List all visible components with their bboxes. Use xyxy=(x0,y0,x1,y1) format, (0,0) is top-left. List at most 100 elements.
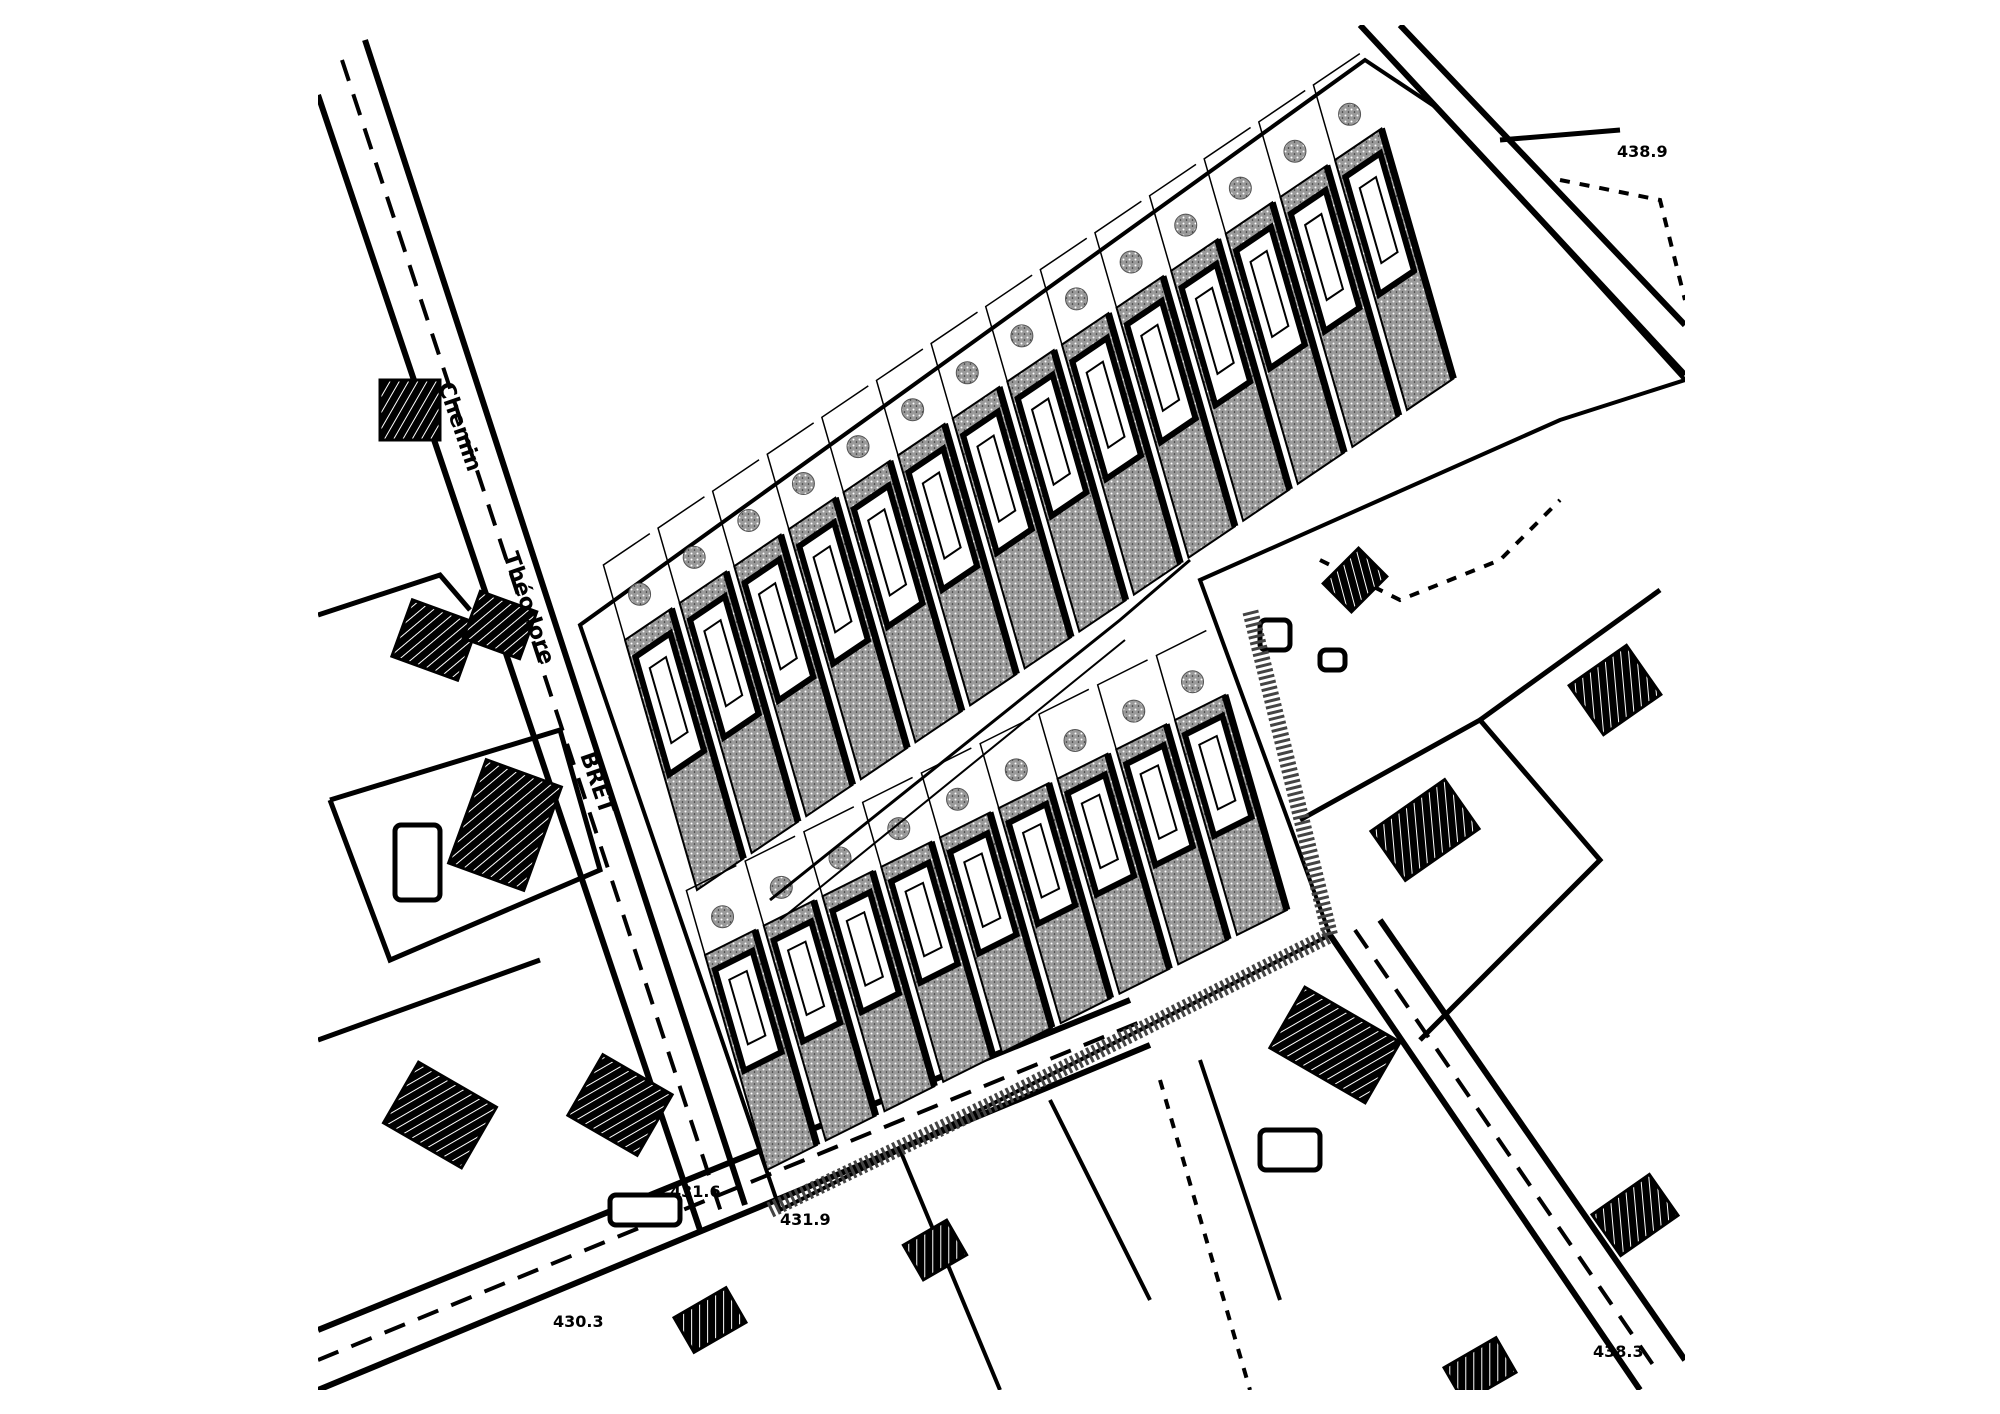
tree-icon xyxy=(901,398,925,422)
tree-icon xyxy=(887,817,911,841)
patio xyxy=(1358,175,1399,265)
party-wall xyxy=(1323,164,1403,417)
existing-building xyxy=(1368,777,1482,883)
entry-court xyxy=(1148,163,1197,271)
upper-row-unit xyxy=(602,532,747,892)
elevation-labels: 431.6 431.9 430.3 438.9 438.3 xyxy=(553,142,1668,1361)
existing-building xyxy=(1321,546,1389,614)
streets xyxy=(318,25,1685,1390)
existing-building xyxy=(1267,985,1403,1105)
entry-court xyxy=(861,776,913,868)
site-boundary xyxy=(577,57,1685,1213)
tree-icon xyxy=(1063,728,1087,752)
entry-court xyxy=(820,385,869,493)
footpath xyxy=(769,558,1191,902)
entry-court xyxy=(1039,237,1088,345)
elevation-label: 431.9 xyxy=(780,1210,831,1229)
existing-building xyxy=(1567,643,1663,737)
party-wall xyxy=(1221,694,1291,912)
lower-row-unit xyxy=(1038,688,1173,996)
upper-row-unit xyxy=(1039,237,1184,597)
party-wall xyxy=(777,533,857,786)
party-wall xyxy=(1104,312,1184,565)
entry-court xyxy=(602,532,651,641)
tree-icon xyxy=(711,905,735,929)
entry-court xyxy=(744,835,796,926)
entry-court xyxy=(1096,659,1148,750)
existing-building xyxy=(446,757,564,893)
patio xyxy=(1085,360,1126,450)
party-wall xyxy=(927,840,997,1058)
upper-row-unit xyxy=(1148,163,1293,523)
tree-icon xyxy=(628,582,652,606)
map-frame xyxy=(318,25,1685,1390)
tree-icon xyxy=(1174,213,1198,237)
existing-building xyxy=(381,1060,499,1170)
patio xyxy=(921,470,962,561)
existing-buildings xyxy=(378,378,1681,1390)
lower-row-unit xyxy=(979,717,1115,1025)
entry-court xyxy=(685,864,737,956)
tree-icon xyxy=(1181,670,1205,694)
lower-row-unit xyxy=(1096,659,1232,966)
party-wall xyxy=(995,386,1075,639)
lower-row-unit xyxy=(744,835,880,1143)
entry-court xyxy=(1312,52,1361,161)
entry-court xyxy=(1203,126,1252,235)
upper-row-unit xyxy=(1312,52,1457,412)
party-wall xyxy=(831,496,911,749)
patio xyxy=(1139,763,1178,841)
tree-icon xyxy=(769,875,793,899)
party-wall xyxy=(941,423,1020,675)
entry-court xyxy=(920,747,972,838)
patio xyxy=(1021,822,1061,899)
upper-row-unit xyxy=(820,385,966,744)
party-wall xyxy=(1045,782,1115,1000)
elevation-label: 431.6 xyxy=(670,1182,721,1201)
party-wall xyxy=(1050,349,1130,602)
entry-court xyxy=(803,806,855,897)
patio xyxy=(757,581,798,671)
entry-court xyxy=(1094,200,1142,308)
upper-row-unit xyxy=(711,459,857,818)
patio xyxy=(845,910,885,987)
tree-icon xyxy=(1004,758,1028,782)
lower-row-unit xyxy=(861,776,997,1084)
party-wall xyxy=(1104,752,1173,970)
existing-building xyxy=(565,1052,675,1158)
outbuilding xyxy=(607,1192,683,1228)
entry-court xyxy=(711,459,760,567)
outbuilding xyxy=(1257,1127,1323,1173)
housing-project xyxy=(577,52,1685,1218)
upper-row-unit xyxy=(930,311,1075,671)
hedge xyxy=(766,608,1340,1218)
patio xyxy=(976,433,1017,524)
tree-icon xyxy=(682,545,706,569)
party-wall xyxy=(1162,723,1232,941)
party-wall xyxy=(886,459,966,712)
lower-row-unit xyxy=(685,864,821,1172)
tree-icon xyxy=(828,846,852,870)
party-wall xyxy=(668,607,747,860)
patio xyxy=(963,852,1002,929)
tree-icon xyxy=(1228,176,1252,200)
lower-row-unit xyxy=(803,806,938,1113)
tree-icon xyxy=(1122,699,1146,723)
entry-court xyxy=(930,311,978,419)
party-wall xyxy=(986,811,1056,1029)
upper-row-unit xyxy=(1257,89,1403,449)
patio xyxy=(1198,734,1237,811)
elevation-label: 438.3 xyxy=(1593,1342,1644,1361)
patio xyxy=(904,881,943,958)
patio xyxy=(786,940,826,1017)
existing-building xyxy=(671,1285,749,1355)
patio xyxy=(703,618,744,708)
tree-icon xyxy=(1338,102,1362,126)
entry-court xyxy=(1257,89,1306,198)
tree-icon xyxy=(1064,287,1088,311)
party-wall xyxy=(810,899,880,1117)
outbuilding xyxy=(1317,647,1348,673)
entry-court xyxy=(1155,629,1207,721)
tree-icon xyxy=(737,508,761,532)
